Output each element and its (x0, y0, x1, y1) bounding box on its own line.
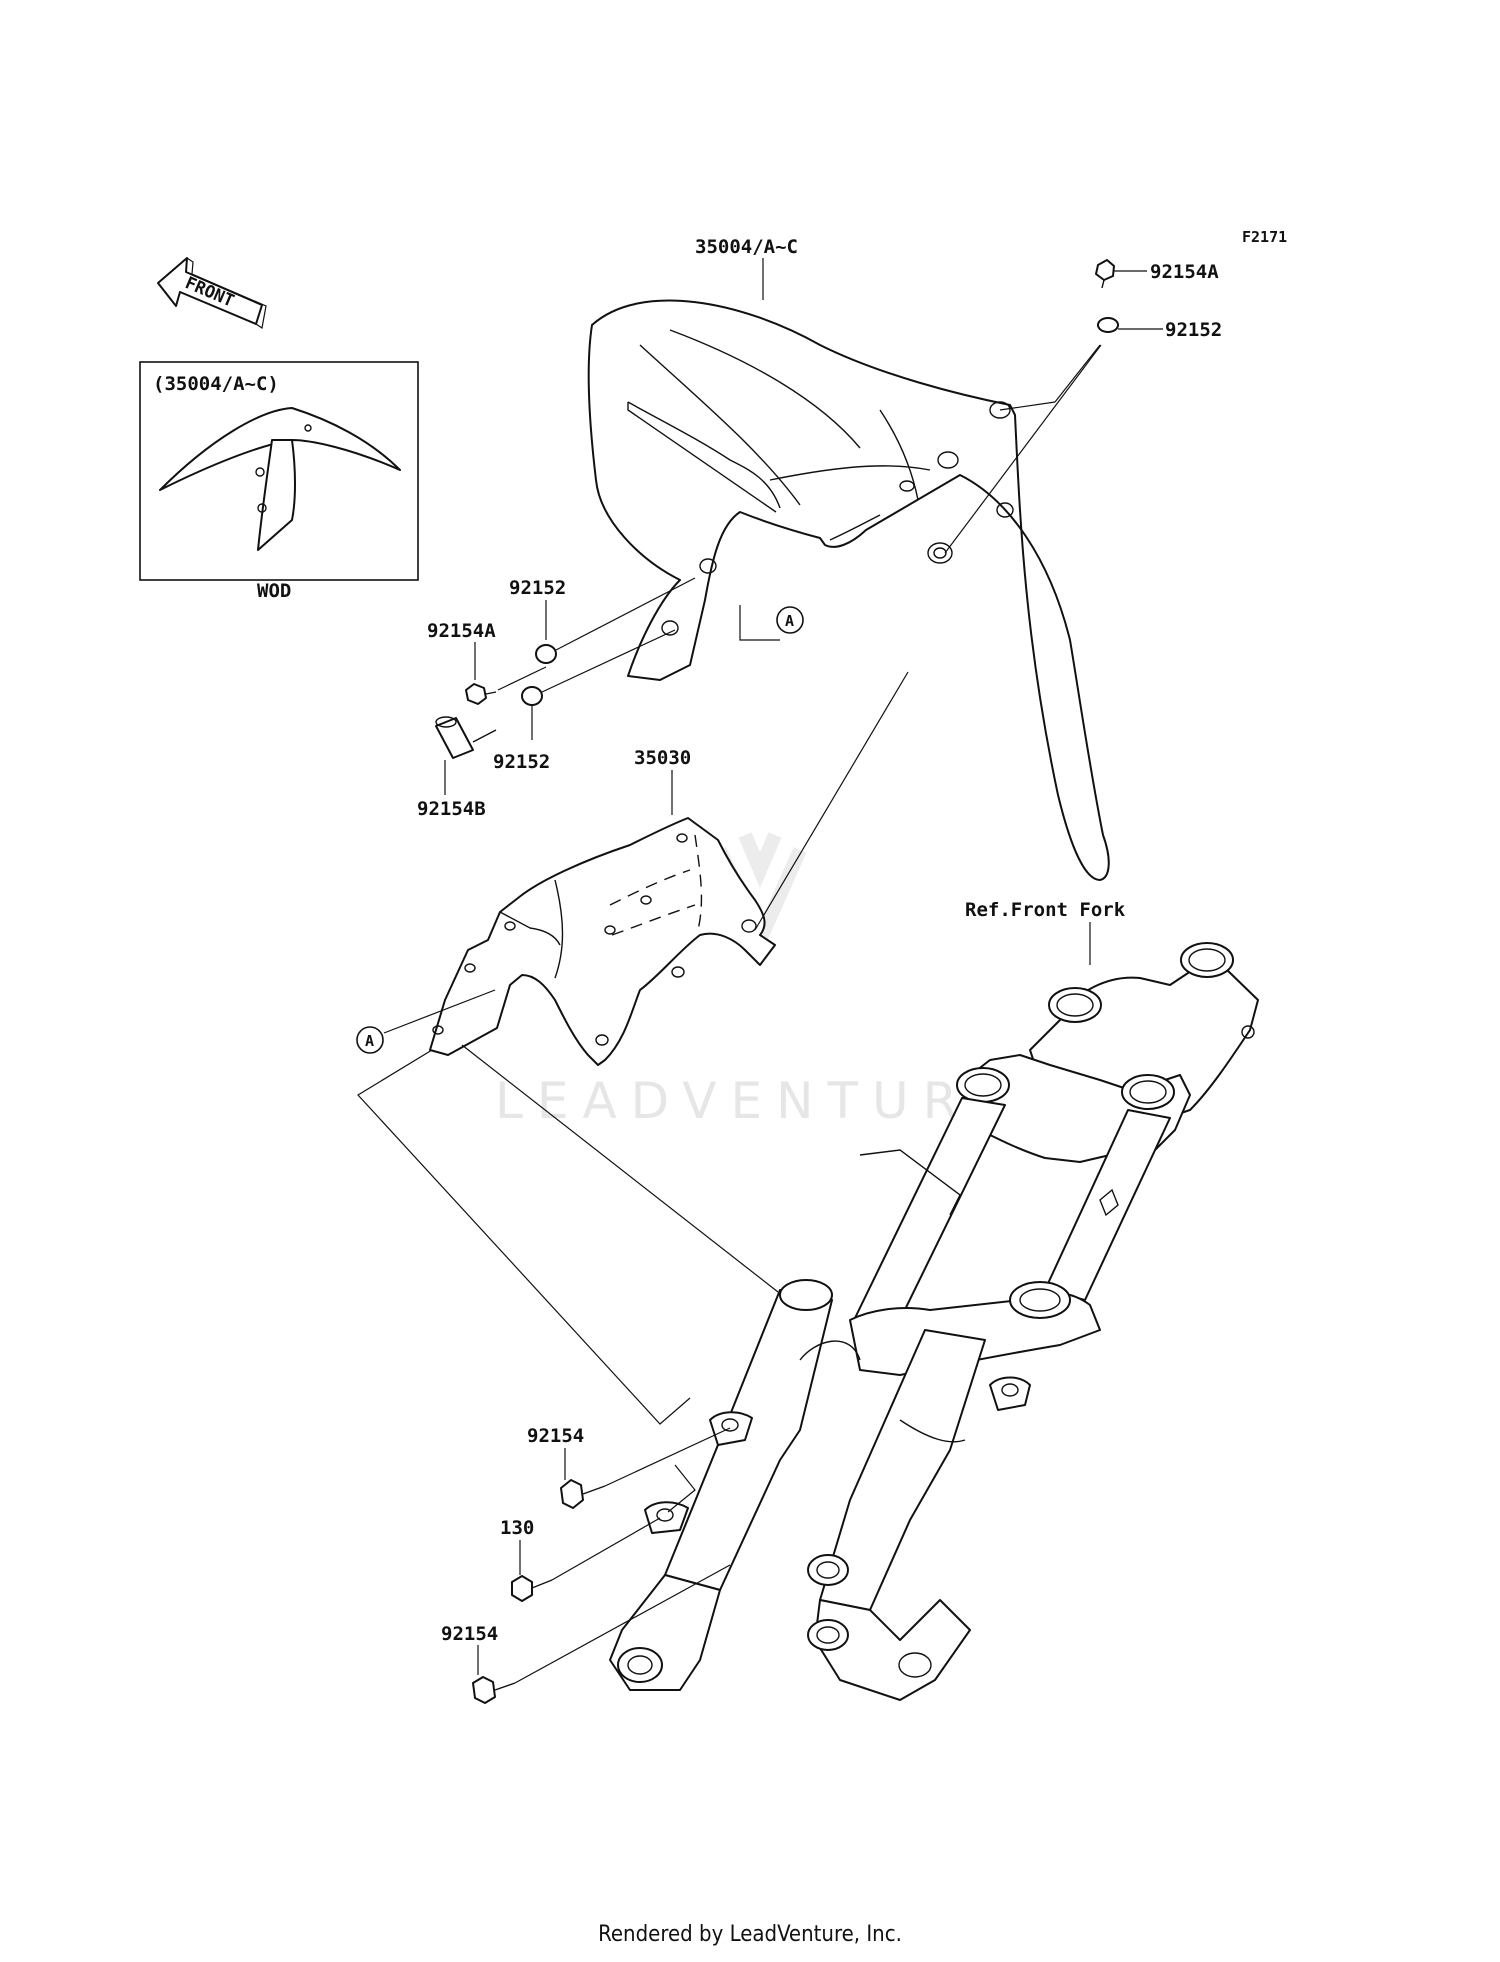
label-92154-lower: 92154 (441, 1623, 498, 1645)
inset-fender-drawing (159, 407, 401, 551)
label-ref-front-fork: Ref.Front Fork (965, 899, 1126, 921)
label-92152-left-lower: 92152 (493, 751, 550, 773)
watermark-text: LEADVENTURE (495, 1072, 1017, 1130)
callout-a-lower: A (356, 989, 496, 1054)
bolt-92154b-icon (435, 716, 497, 759)
bolt-92154a-top-icon (1095, 259, 1115, 289)
front-arrow-icon: FRONT (157, 257, 267, 330)
washer-92152-left-upper-icon (535, 644, 557, 664)
front-fork (609, 942, 1259, 1701)
bolt-130-icon (511, 1575, 553, 1602)
watermark: LEADVENTURE (495, 832, 1017, 1130)
inset-caption: WOD (257, 580, 291, 602)
label-92152-top: 92152 (1165, 319, 1222, 341)
svg-text:A: A (365, 1032, 374, 1050)
svg-text:A: A (785, 612, 794, 630)
callout-a-upper: A (739, 605, 804, 641)
label-92154a-top: 92154A (1150, 261, 1219, 283)
label-130: 130 (500, 1517, 534, 1539)
front-arrow-label: FRONT (182, 273, 237, 311)
washer-92152-left-lower-icon (521, 686, 543, 706)
bolt-92154a-left-icon (465, 683, 497, 705)
washer-92152-top-icon (1097, 317, 1119, 333)
inset-label: (35004/A~C) (153, 373, 279, 395)
bolt-92154-lower-icon (472, 1676, 516, 1704)
footer-credit: Rendered by LeadVenture, Inc. (598, 1922, 902, 1947)
inset-box: (35004/A~C) (139, 361, 419, 581)
label-92154a-left: 92154A (427, 620, 496, 642)
front-fender (587, 299, 1110, 881)
fender-cover (429, 817, 776, 1066)
label-35004: 35004/A~C (695, 236, 798, 258)
label-92154b: 92154B (417, 798, 486, 820)
label-92154-upper: 92154 (527, 1425, 584, 1447)
label-35030: 35030 (634, 747, 691, 769)
label-92152-left-upper: 92152 (509, 577, 566, 599)
bolt-92154-upper-icon (560, 1479, 606, 1509)
figure-code: F2171 (1242, 228, 1287, 246)
